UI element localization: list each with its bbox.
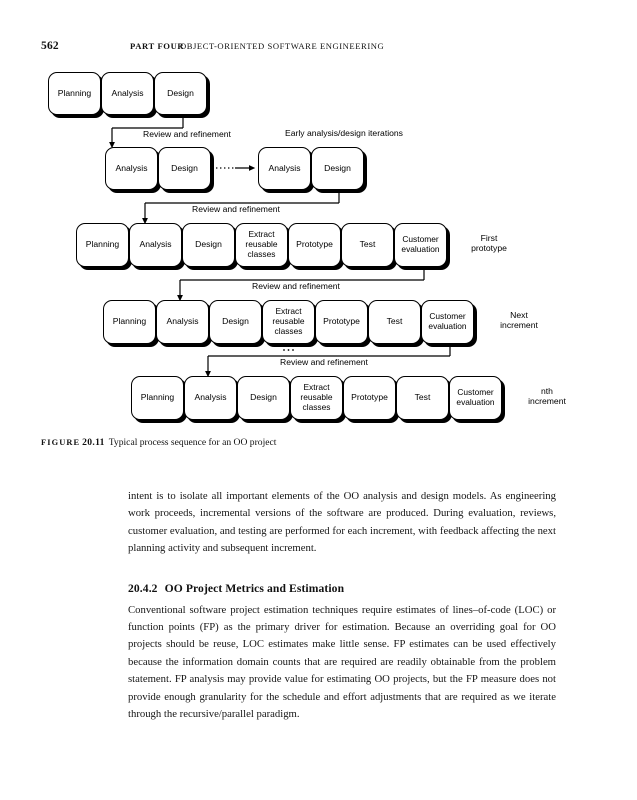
side-label-next-increment: Next increment bbox=[483, 310, 555, 331]
figure-20-11: Planning Analysis Design Review and refi… bbox=[0, 60, 637, 435]
node-test-r3[interactable]: Test bbox=[341, 223, 394, 267]
node-customer-evaluation-r4[interactable]: Customer evaluation bbox=[421, 300, 474, 344]
figure-connectors bbox=[108, 115, 451, 378]
node-planning-r4[interactable]: Planning bbox=[103, 300, 156, 344]
side-label-nth-increment: nth increment bbox=[511, 386, 583, 407]
side-label-nth-increment-line2: increment bbox=[528, 396, 566, 407]
label-review-refinement-4: Review and refinement bbox=[278, 357, 370, 367]
caption-number: 20.11 bbox=[82, 437, 105, 448]
side-label-next-increment-line2: increment bbox=[500, 320, 538, 331]
paragraph-intent: intent is to isolate all important eleme… bbox=[128, 490, 556, 555]
node-planning-r5[interactable]: Planning bbox=[131, 376, 184, 420]
label-early-iterations: Early analysis/design iterations bbox=[283, 128, 405, 138]
node-analysis-r2b[interactable]: Analysis bbox=[258, 147, 311, 190]
node-design-r3[interactable]: Design bbox=[182, 223, 235, 267]
node-prototype-r3[interactable]: Prototype bbox=[288, 223, 341, 267]
node-customer-evaluation-r5[interactable]: Customer evaluation bbox=[449, 376, 502, 420]
label-review-refinement-1: Review and refinement bbox=[141, 129, 233, 139]
section-number: 20.4.2 bbox=[128, 581, 158, 595]
side-label-first-prototype: First prototype bbox=[456, 233, 522, 254]
body-column: intent is to isolate all important eleme… bbox=[128, 488, 556, 723]
section-title: OO Project Metrics and Estimation bbox=[164, 581, 345, 595]
label-review-refinement-3: Review and refinement bbox=[250, 281, 342, 291]
node-extract-reusable-classes-r3[interactable]: Extract reusable classes bbox=[235, 223, 288, 267]
paragraph-estimation: Conventional software project estimation… bbox=[128, 603, 556, 721]
node-analysis-r4[interactable]: Analysis bbox=[156, 300, 209, 344]
node-analysis-r3[interactable]: Analysis bbox=[129, 223, 182, 267]
page-number: 562 bbox=[41, 40, 59, 52]
node-design-r4[interactable]: Design bbox=[209, 300, 262, 344]
part-label: PART FOUR bbox=[130, 41, 185, 51]
caption-text: Typical process sequence for an OO proje… bbox=[108, 437, 277, 448]
node-customer-evaluation-r3[interactable]: Customer evaluation bbox=[394, 223, 447, 267]
node-analysis-r2a[interactable]: Analysis bbox=[105, 147, 158, 190]
node-prototype-r4[interactable]: Prototype bbox=[315, 300, 368, 344]
side-label-next-increment-line1: Next bbox=[510, 310, 528, 320]
node-analysis-r1[interactable]: Analysis bbox=[101, 72, 154, 115]
caption-prefix: FIGURE bbox=[41, 438, 81, 447]
side-label-first-prototype-line2: prototype bbox=[471, 243, 507, 254]
node-design-r1[interactable]: Design bbox=[154, 72, 207, 115]
node-design-r2b[interactable]: Design bbox=[311, 147, 364, 190]
node-extract-reusable-classes-r5[interactable]: Extract reusable classes bbox=[290, 376, 343, 420]
side-label-first-prototype-line1: First bbox=[480, 233, 498, 243]
node-design-r2a[interactable]: Design bbox=[158, 147, 211, 190]
node-test-r4[interactable]: Test bbox=[368, 300, 421, 344]
node-analysis-r5[interactable]: Analysis bbox=[184, 376, 237, 420]
label-review-refinement-2: Review and refinement bbox=[190, 204, 282, 214]
part-title: OBJECT-ORIENTED SOFTWARE ENGINEERING bbox=[180, 41, 385, 51]
side-label-nth-increment-line1: nth bbox=[541, 386, 553, 396]
node-test-r5[interactable]: Test bbox=[396, 376, 449, 420]
node-planning-r3[interactable]: Planning bbox=[76, 223, 129, 267]
section-heading: 20.4.2 OO Project Metrics and Estimation bbox=[128, 582, 556, 595]
node-prototype-r5[interactable]: Prototype bbox=[343, 376, 396, 420]
connector-ellipsis-dots bbox=[283, 349, 294, 351]
node-extract-reusable-classes-r4[interactable]: Extract reusable classes bbox=[262, 300, 315, 344]
node-planning-r1[interactable]: Planning bbox=[48, 72, 101, 115]
node-design-r5[interactable]: Design bbox=[237, 376, 290, 420]
running-head: 562 PART FOUR OBJECT-ORIENTED SOFTWARE E… bbox=[0, 40, 637, 56]
